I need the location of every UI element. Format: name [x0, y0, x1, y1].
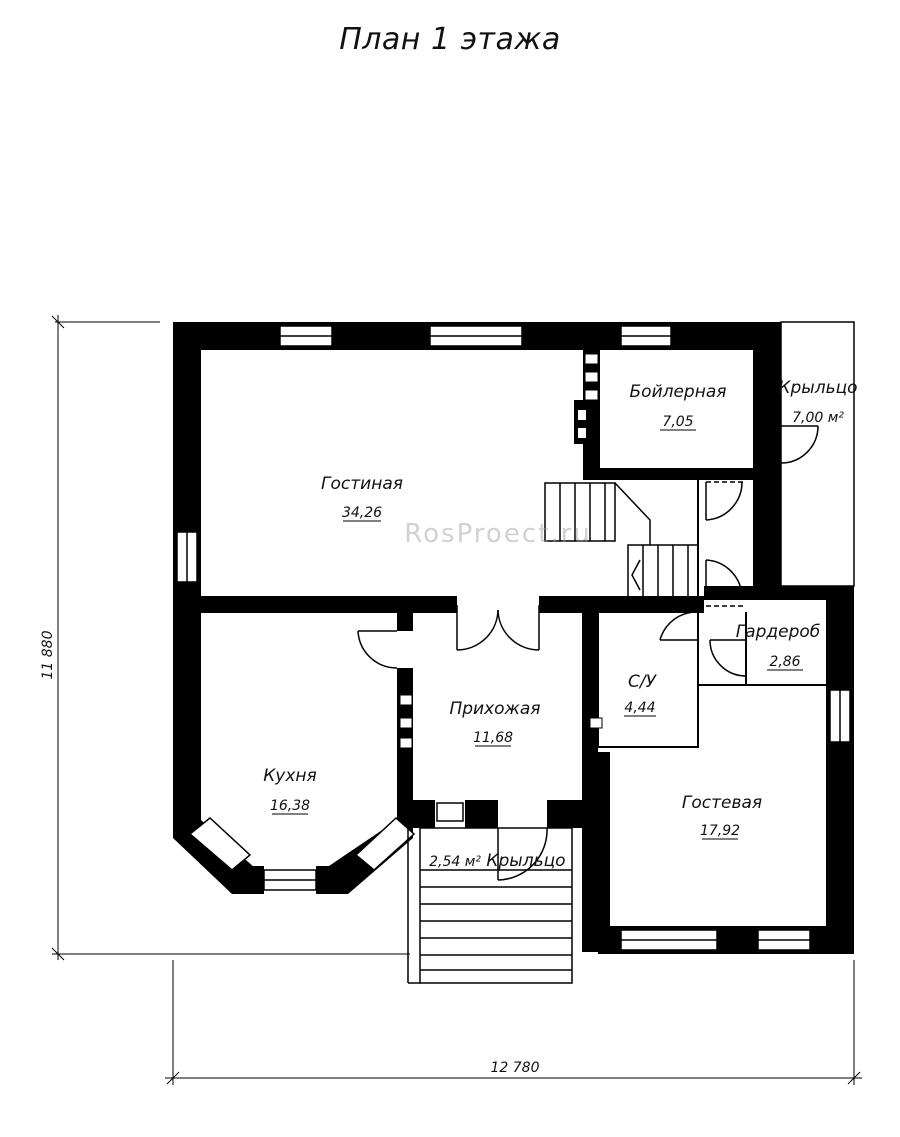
room-name-wc: С/У	[628, 672, 658, 692]
room-area-hall: 11,68	[473, 730, 513, 746]
room-name-side-porch: Крыльцо	[778, 378, 857, 398]
room-name-kitchen: Кухня	[263, 766, 317, 786]
dimension-height: 11 880	[40, 630, 56, 679]
vent-blocks	[399, 353, 603, 749]
walls	[173, 322, 854, 954]
dimension-width: 12 780	[491, 1060, 540, 1076]
room-area-guest: 17,92	[700, 823, 740, 839]
room-name-front-porch: Крыльцо	[486, 851, 565, 871]
room-labels: Гостиная 34,26 Бойлерная 7,05 Крыльцо 7,…	[263, 378, 857, 871]
doors	[357, 425, 819, 881]
room-area-boiler: 7,05	[662, 414, 693, 430]
room-name-wardrobe: Гардероб	[736, 622, 821, 642]
room-name-boiler: Бойлерная	[630, 382, 727, 402]
room-area-front-porch: 2,54 м²	[429, 854, 481, 870]
room-area-kitchen: 16,38	[270, 798, 310, 814]
windows	[176, 325, 851, 951]
room-name-living: Гостиная	[321, 474, 403, 494]
watermark: RosProect.ru	[404, 519, 592, 549]
room-area-living: 34,26	[342, 505, 382, 521]
plan-title: План 1 этажа	[339, 22, 561, 57]
room-name-hall: Прихожая	[449, 699, 540, 719]
dimension-lines	[51, 315, 862, 1085]
side-porch	[780, 321, 855, 587]
porch-steps	[407, 827, 573, 984]
room-area-side-porch: 7,00 м²	[792, 410, 844, 426]
room-name-guest: Гостевая	[682, 793, 762, 813]
room-area-wc: 4,44	[624, 700, 655, 716]
area-underlines	[272, 429, 803, 840]
interior-stairs	[544, 482, 699, 598]
room-area-wardrobe: 2,86	[769, 654, 800, 670]
